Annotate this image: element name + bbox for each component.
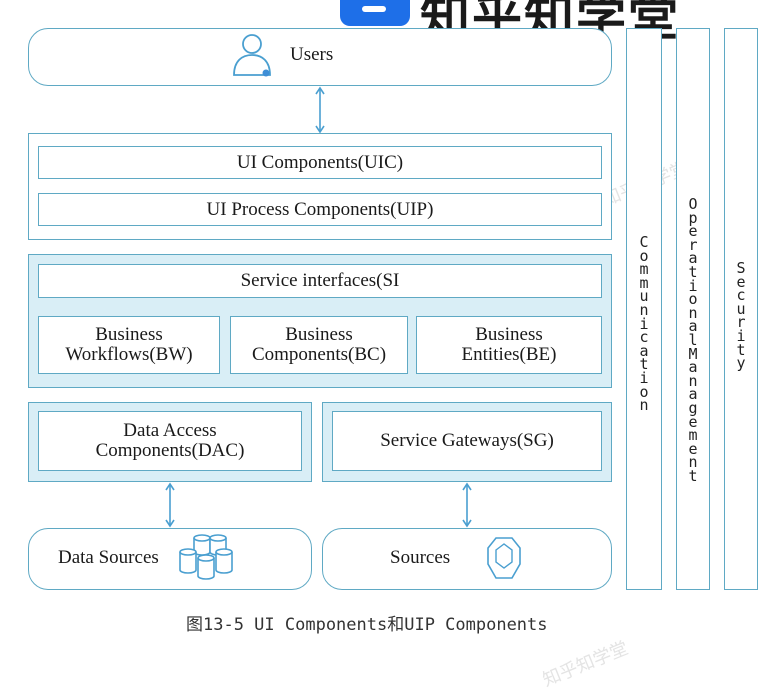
arrow-dac-datasources xyxy=(165,482,175,528)
user-icon xyxy=(233,34,271,77)
sources-label: Sources xyxy=(390,547,451,568)
operational-management-column xyxy=(676,28,710,590)
business-components-line2: Components(BC) xyxy=(251,344,387,365)
communication-label: Communication xyxy=(639,233,649,415)
service-gateways-box: Service Gateways(SG) xyxy=(332,411,602,471)
arrow-sg-sources xyxy=(462,482,472,528)
users-box xyxy=(28,28,612,86)
brand-badge xyxy=(340,0,410,26)
business-components-line1: Business xyxy=(285,324,353,346)
security-column xyxy=(724,28,758,590)
database-icon xyxy=(179,534,233,580)
watermark: 知乎知学堂 xyxy=(539,637,632,691)
dac-line1: Data Access xyxy=(123,420,217,442)
arrow-users-ui xyxy=(315,86,325,134)
dac-line2: Components(DAC) xyxy=(95,440,245,461)
business-workflows-box: Business Workflows(BW) xyxy=(38,316,220,374)
data-sources-label: Data Sources xyxy=(58,547,159,568)
service-interfaces-box: Service interfaces(SI xyxy=(38,264,602,298)
business-entities-line1: Business xyxy=(475,324,543,346)
business-entities-line2: Entities(BE) xyxy=(461,344,557,365)
sources-icon xyxy=(487,537,521,579)
ui-process-components-box: UI Process Components(UIP) xyxy=(38,193,602,226)
brand-badge-mark xyxy=(362,6,386,12)
security-label: Security xyxy=(736,259,746,373)
sources-box xyxy=(322,528,612,590)
business-workflows-line1: Business xyxy=(95,324,163,346)
business-workflows-line2: Workflows(BW) xyxy=(65,344,193,365)
business-components-box: Business Components(BC) xyxy=(230,316,408,374)
data-access-components-box: Data Access Components(DAC) xyxy=(38,411,302,471)
ui-components-box: UI Components(UIC) xyxy=(38,146,602,179)
operational-management-label: Operational Management xyxy=(688,195,698,485)
communication-column xyxy=(626,28,662,590)
data-sources-box xyxy=(28,528,312,590)
business-entities-box: Business Entities(BE) xyxy=(416,316,602,374)
users-label: Users xyxy=(290,44,334,65)
figure-caption: 图13-5 UI Components和UIP Components xyxy=(186,615,548,635)
